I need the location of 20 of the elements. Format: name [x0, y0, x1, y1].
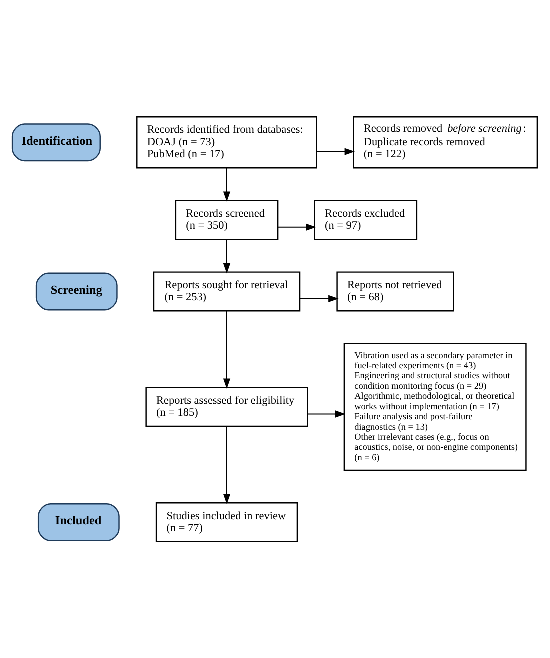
- node-box: Records excluded (n = 97): [314, 200, 418, 240]
- arrow: [300, 294, 339, 302]
- node-box: Vibration used as a secondary parameter in fuel-related experiments (n = 43) Engineering and structural studies without condition monitoring focus (n = 29) Algorithmic, methodological, or theoretical works without implementation (n = 17) Failure analysis and post-failure diagnostics (n = 13) Other irrelevant cases (e.g., focus on acoustics, noise, or non-engine components) (n = 6): [344, 342, 527, 471]
- arrow: [308, 410, 346, 418]
- arrow: [223, 239, 231, 274]
- node-box: Reports assessed for eligibility (n = 185): [146, 386, 308, 427]
- arrow: [317, 148, 356, 155]
- arrow: [223, 426, 231, 504]
- node-box: Records screened (n = 350): [175, 200, 279, 240]
- node-box: Screening: [36, 272, 118, 310]
- node-box: Records removed before screening: Duplicate records removed (n = 122): [353, 116, 538, 168]
- node-box: Reports not retrieved (n = 68): [336, 271, 454, 312]
- node-box: Records identified from databases: DOAJ (n = 73) PubMed (n = 17): [136, 116, 318, 168]
- arrow: [223, 310, 231, 388]
- node-box: Included: [38, 503, 120, 541]
- arrow: [223, 168, 231, 202]
- node-box: Reports sought for retrieval (n = 253): [153, 271, 301, 312]
- node-box: Identification: [12, 123, 101, 162]
- arrow: [278, 223, 316, 230]
- node-box: Studies included in review (n = 77): [156, 502, 298, 542]
